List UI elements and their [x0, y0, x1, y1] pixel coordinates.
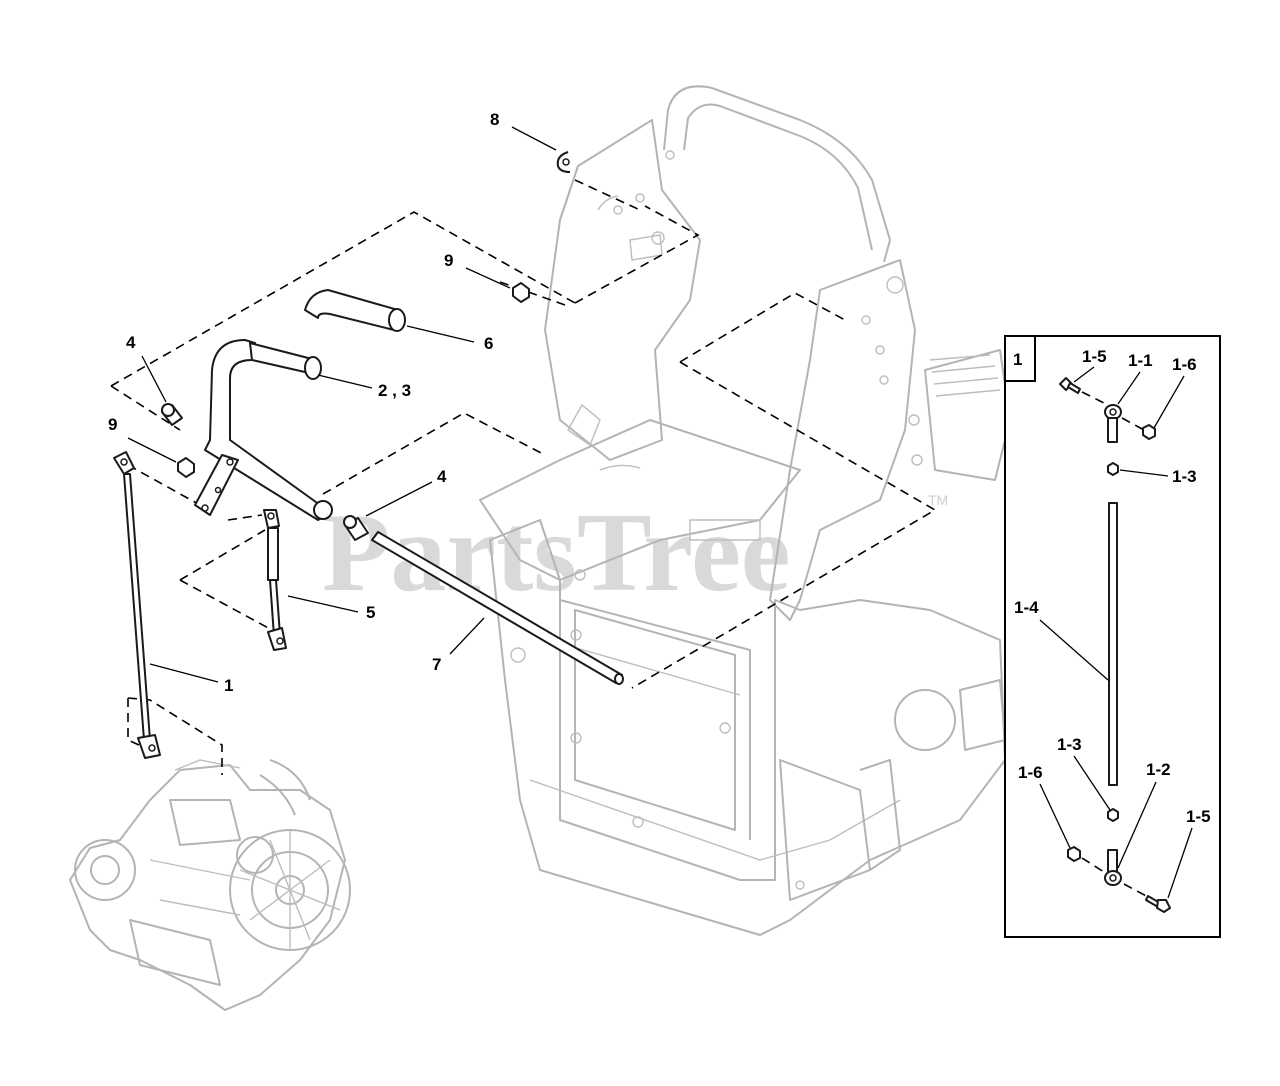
control-arm-part-2-3: [204, 339, 333, 521]
callout-4-mid: 4: [437, 467, 447, 486]
linkage-rod-part-1: [113, 451, 161, 759]
inset-detail-box: 1: [1004, 335, 1221, 938]
inset-label-1-2: 1-2: [1146, 760, 1171, 779]
inset-label-1-6-top: 1-6: [1172, 355, 1197, 374]
watermark-trademark: TM: [928, 492, 948, 508]
callout-9-left: 9: [108, 415, 117, 434]
gas-spring-part-5: [263, 509, 287, 651]
callout-6: 6: [484, 334, 493, 353]
bushing-part-4-mid: [343, 515, 369, 541]
clip-part-8: [556, 151, 571, 173]
nut-part-9-top: [512, 282, 530, 303]
inset-nut-top: [1142, 424, 1156, 440]
nut-part-9-left: [177, 457, 195, 478]
inset-jam-nut-bottom: [1107, 808, 1119, 822]
inset-tag-box: [1004, 335, 1036, 382]
inset-label-1-5-bottom: 1-5: [1186, 807, 1211, 826]
callout-2-3: 2 , 3: [378, 381, 411, 400]
mower-frame: [479, 85, 1011, 936]
callout-9-top: 9: [444, 251, 453, 270]
watermark: PartsTree TM: [322, 491, 948, 615]
inset-rod-end-bottom: [1104, 849, 1122, 886]
inset-rod-end-top: [1104, 404, 1122, 443]
rod-part-7: [371, 531, 624, 685]
transaxle-assembly: [69, 759, 351, 1011]
inset-bolt-top: [1059, 377, 1081, 394]
callouts: 8 9 6 2 , 3 4 9 4 5 7 1: [108, 110, 557, 695]
inset-tag: 1: [1013, 350, 1022, 369]
inset-label-1-1: 1-1: [1128, 351, 1153, 370]
inset-label-1-4: 1-4: [1014, 598, 1039, 617]
callout-8: 8: [490, 110, 499, 129]
inset-label-1-6-bottom: 1-6: [1018, 763, 1043, 782]
handle-grip-part-6: [304, 289, 406, 332]
inset-rod: [1108, 502, 1118, 786]
callout-1: 1: [224, 676, 233, 695]
bushing-part-4-left: [161, 403, 183, 426]
bracket-plate: [194, 454, 239, 516]
inset-bolt-bottom: [1145, 895, 1171, 913]
inset-jam-nut-top: [1107, 462, 1119, 476]
inset-label-1-5-top: 1-5: [1082, 347, 1107, 366]
inset-label-1-3-bottom: 1-3: [1057, 735, 1082, 754]
inset-label-1-3-top: 1-3: [1172, 467, 1197, 486]
callout-7: 7: [432, 655, 441, 674]
inset-nut-bottom: [1067, 846, 1081, 862]
callout-4-left: 4: [126, 333, 136, 352]
callout-5: 5: [366, 603, 375, 622]
frame-bolts: [510, 150, 923, 890]
